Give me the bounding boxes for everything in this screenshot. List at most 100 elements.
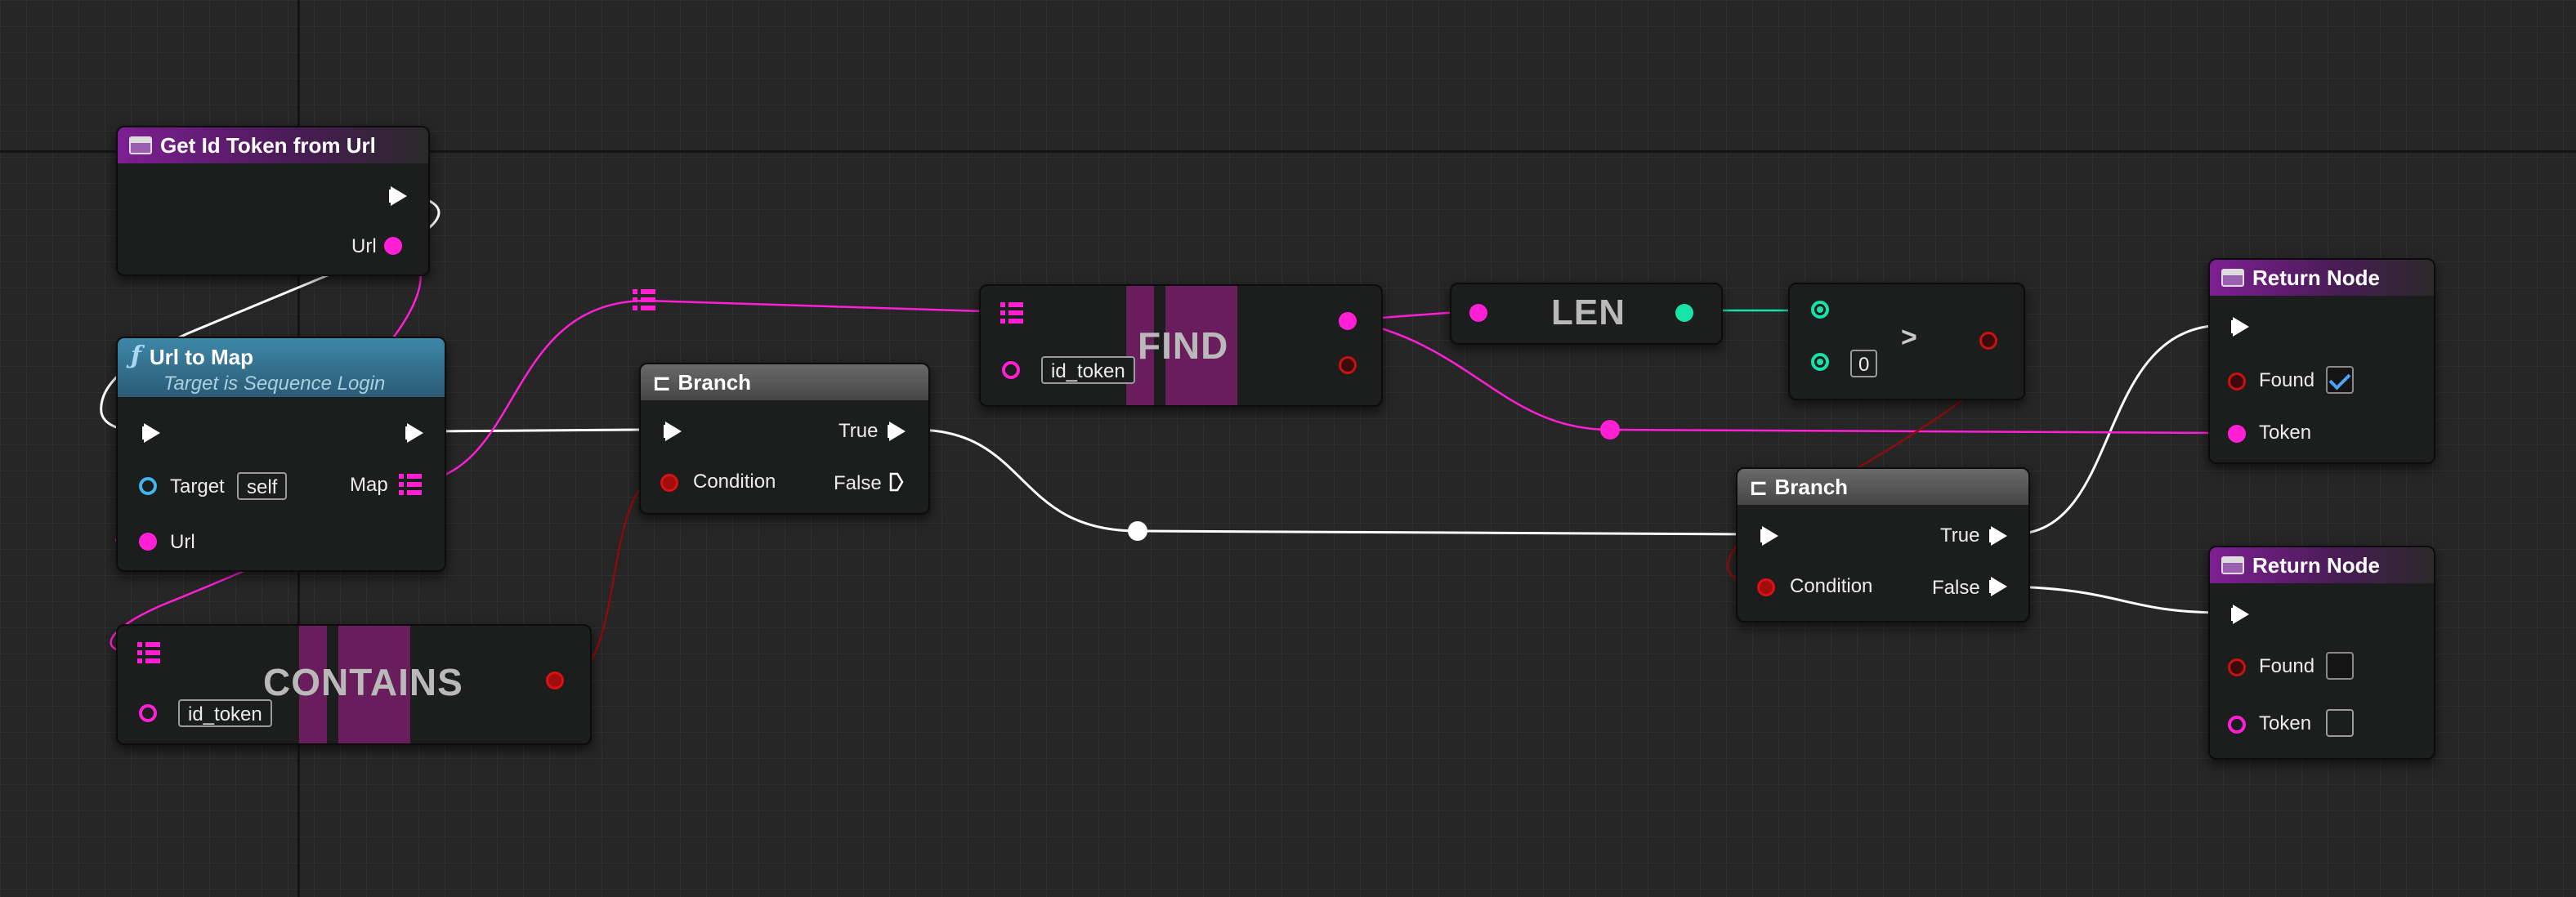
- target-pin[interactable]: [139, 477, 157, 495]
- false-exec-pin[interactable]: [889, 472, 904, 492]
- found-in-pin[interactable]: [2228, 373, 2246, 390]
- found-pin-label: Found: [2259, 369, 2315, 391]
- map-contains-node[interactable]: CONTAINS id_token: [116, 624, 592, 745]
- node-title: LEN: [1551, 292, 1626, 332]
- url-in-pin[interactable]: [139, 533, 157, 551]
- key-field[interactable]: id_token: [1041, 356, 1135, 384]
- exec-in-pin[interactable]: [1760, 526, 1778, 546]
- map-wire-to-reroute: [421, 299, 646, 484]
- condition-in-pin[interactable]: [1757, 578, 1775, 596]
- node-title: Return Node: [2252, 552, 2380, 578]
- grid-origin-horizontal: [0, 150, 2576, 153]
- found-in-pin[interactable]: [2228, 658, 2246, 676]
- node-title: Branch: [678, 369, 752, 395]
- value-out-pin[interactable]: [1339, 312, 1357, 330]
- map-icon[interactable]: [399, 474, 422, 495]
- exec-wire-branch2-true-to-return1: [2011, 324, 2225, 536]
- exec-wire-branch2-false-to-return2: [2011, 585, 2225, 614]
- true-pin-label: True: [1940, 524, 1980, 547]
- map-icon[interactable]: [1000, 302, 1023, 324]
- node-title: FIND: [1138, 324, 1229, 367]
- branch-icon: ⊏: [1749, 474, 1769, 500]
- string-wire-reroute-to-return1: [1609, 428, 2225, 435]
- url-pin-label: Url: [351, 235, 377, 257]
- exec-out-pin[interactable]: [389, 186, 407, 206]
- token-in-pin[interactable]: [2228, 716, 2246, 734]
- map-find-node[interactable]: FIND id_token: [979, 284, 1383, 407]
- exec-wire-branch1-true-to-reroute: [915, 428, 1138, 533]
- bool-out-pin[interactable]: [1979, 332, 1997, 350]
- node-header[interactable]: ƒ Url to Map Target is Sequence Login: [118, 338, 445, 397]
- condition-pin-label: Condition: [693, 471, 776, 493]
- found-checkbox[interactable]: [2326, 366, 2354, 394]
- found-checkbox[interactable]: [2326, 652, 2354, 680]
- a-in-pin[interactable]: [1811, 301, 1829, 319]
- function-icon: [129, 136, 152, 154]
- map-icon[interactable]: [137, 642, 160, 663]
- node-header[interactable]: Return Node: [2210, 260, 2434, 296]
- key-in-pin[interactable]: [139, 704, 157, 722]
- greater-than-node[interactable]: 0 >: [1788, 283, 2025, 400]
- function-icon: [2221, 269, 2244, 287]
- url-out-pin[interactable]: [384, 237, 402, 255]
- node-subtitle: Target is Sequence Login: [163, 373, 386, 395]
- node-header[interactable]: Return Node: [2210, 547, 2434, 583]
- return-node[interactable]: Return Node Found Token: [2208, 546, 2435, 760]
- string-in-pin[interactable]: [1469, 304, 1487, 322]
- len-node[interactable]: LEN: [1450, 283, 1723, 345]
- exec-in-pin[interactable]: [664, 422, 682, 441]
- false-pin-label: False: [834, 472, 882, 494]
- true-exec-pin[interactable]: [1989, 526, 2007, 546]
- operator-label: >: [1901, 322, 1917, 353]
- return-node[interactable]: Return Node Found Token: [2208, 258, 2435, 464]
- found-pin-label: Found: [2259, 655, 2315, 677]
- bool-out-pin[interactable]: [546, 672, 564, 689]
- reroute-map-icon[interactable]: [633, 289, 655, 310]
- target-pin-label: Target: [170, 475, 225, 498]
- exec-in-pin[interactable]: [142, 423, 160, 443]
- f-icon: ƒ: [131, 341, 141, 370]
- node-stripe: [1126, 286, 1154, 405]
- true-exec-pin[interactable]: [888, 422, 906, 441]
- map-wire-reroute-to-find: [645, 299, 1011, 314]
- target-self-field[interactable]: self: [237, 472, 288, 500]
- node-title: Return Node: [2252, 265, 2380, 290]
- node-header[interactable]: ⊏ Branch: [641, 364, 928, 400]
- exec-in-pin[interactable]: [2231, 605, 2249, 624]
- key-field[interactable]: id_token: [178, 699, 272, 727]
- true-pin-label: True: [839, 420, 879, 442]
- exec-out-pin[interactable]: [405, 423, 423, 443]
- node-title: Branch: [1774, 474, 1849, 499]
- node-title: Url to Map: [149, 345, 254, 369]
- url-pin-label: Url: [170, 531, 195, 553]
- found-out-pin[interactable]: [1339, 356, 1357, 374]
- node-header[interactable]: Get Id Token from Url: [118, 127, 428, 163]
- node-header[interactable]: ⊏ Branch: [1737, 469, 2028, 505]
- url-to-map-node[interactable]: ƒ Url to Map Target is Sequence Login Ta…: [116, 337, 446, 572]
- b-in-pin[interactable]: [1811, 353, 1829, 371]
- node-stripe: [1165, 286, 1237, 405]
- false-pin-label: False: [1932, 577, 1980, 599]
- function-entry-node[interactable]: Get Id Token from Url Url: [116, 126, 430, 276]
- token-pin-label: Token: [2259, 422, 2312, 444]
- node-title: CONTAINS: [263, 661, 463, 703]
- b-value-field[interactable]: 0: [1850, 350, 1878, 377]
- token-pin-label: Token: [2259, 712, 2312, 734]
- key-in-pin[interactable]: [1002, 361, 1020, 379]
- exec-wire-urltomap-to-branch1: [426, 428, 643, 433]
- exec-wire-reroute-to-branch2: [1137, 529, 1753, 536]
- condition-in-pin[interactable]: [660, 474, 678, 492]
- token-value-field[interactable]: [2326, 709, 2354, 737]
- reroute-string-knot[interactable]: [1600, 420, 1620, 440]
- exec-in-pin[interactable]: [2231, 317, 2249, 337]
- int-out-pin[interactable]: [1675, 304, 1693, 322]
- reroute-exec-knot[interactable]: [1128, 521, 1147, 541]
- checkmark-icon: [2328, 368, 2351, 390]
- false-exec-pin[interactable]: [1989, 577, 2007, 596]
- token-in-pin[interactable]: [2228, 425, 2246, 443]
- node-title: Get Id Token from Url: [160, 132, 376, 158]
- condition-pin-label: Condition: [1790, 575, 1873, 597]
- branch-node[interactable]: ⊏ Branch True Condition False: [639, 363, 930, 515]
- branch-icon: ⊏: [652, 369, 672, 395]
- branch-node[interactable]: ⊏ Branch True Condition False: [1736, 467, 2030, 623]
